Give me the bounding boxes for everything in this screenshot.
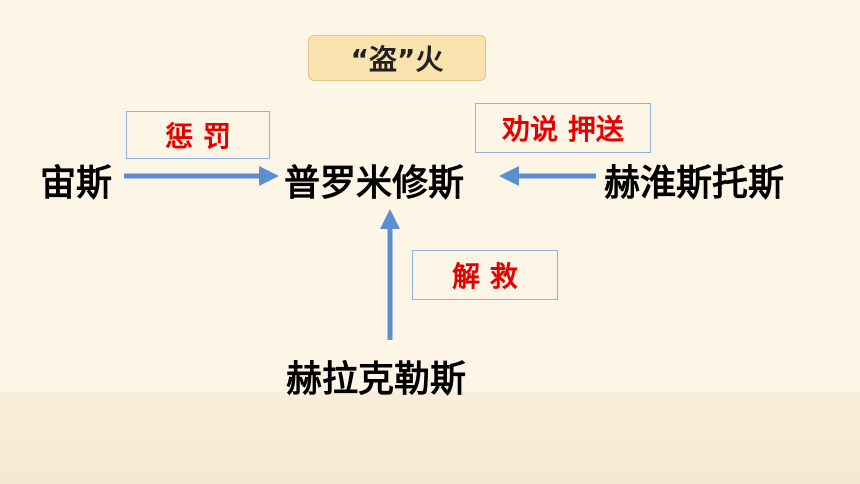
relation-punish: 惩 罚	[126, 111, 270, 159]
node-hephaestus: 赫淮斯托斯	[604, 163, 785, 204]
diagram-title: “盗”火	[308, 35, 486, 81]
node-prometheus: 普罗米修斯	[284, 163, 465, 204]
relation-persuade-escort: 劝说 押送	[475, 103, 651, 153]
node-zeus: 宙斯	[40, 163, 113, 204]
bottom-band	[0, 392, 860, 484]
relation-rescue: 解 救	[412, 250, 558, 300]
node-heracles: 赫拉克勒斯	[286, 359, 467, 400]
